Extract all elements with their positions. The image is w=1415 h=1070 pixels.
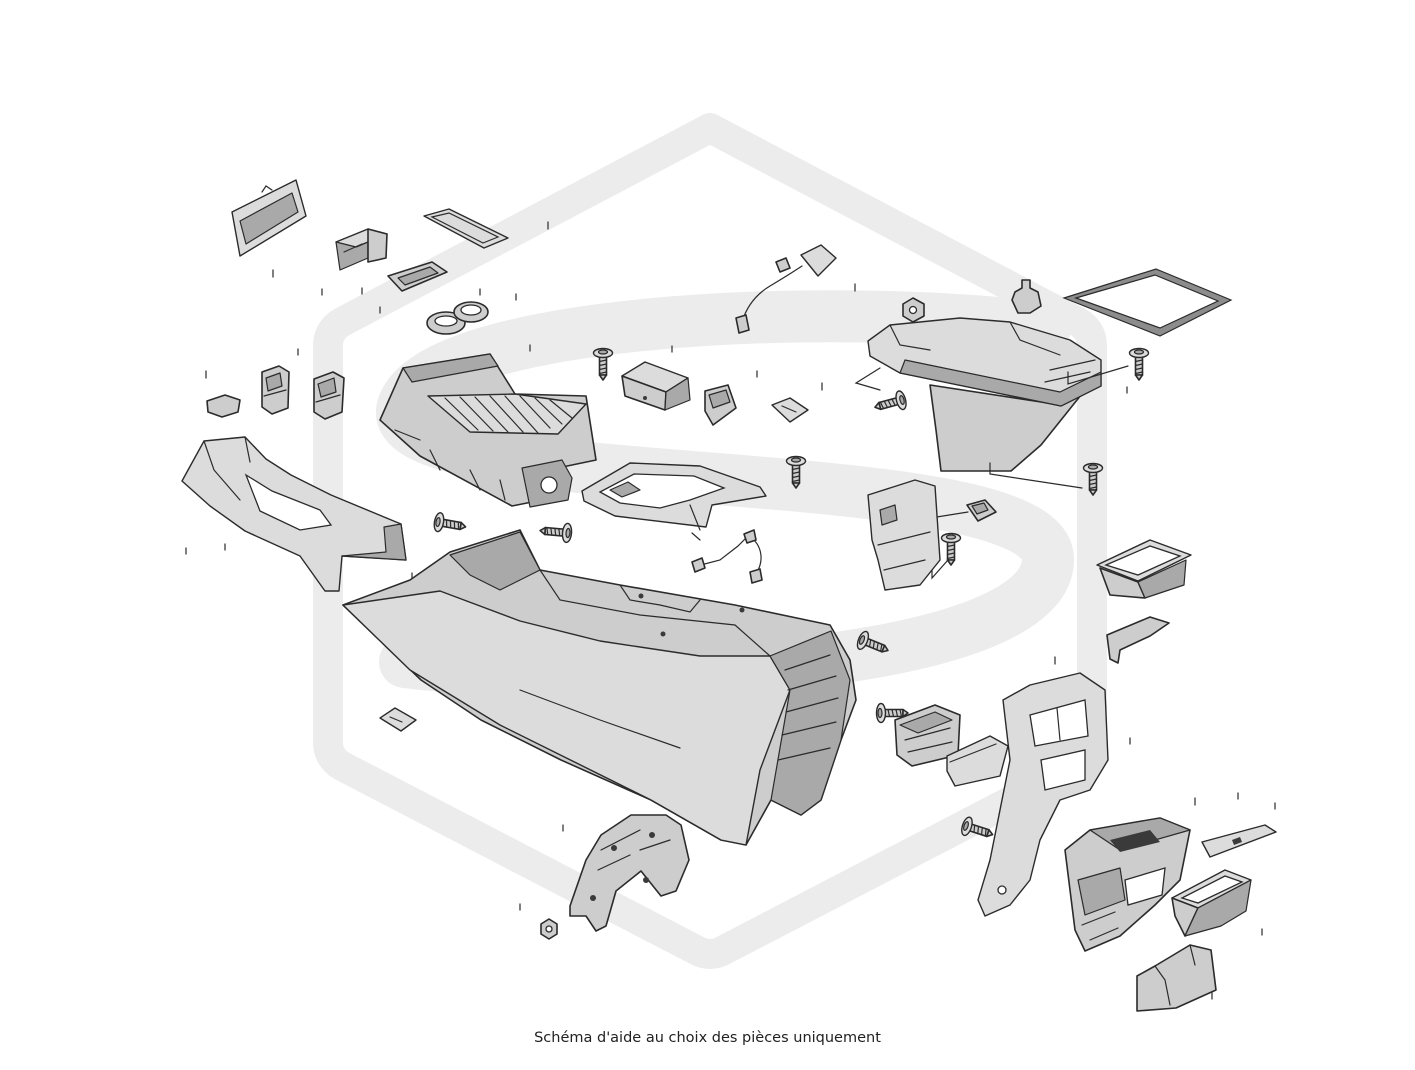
side-bracket-panel (867, 479, 941, 591)
screw (592, 347, 614, 381)
end-cover (1136, 944, 1217, 1012)
armrest-seal (1062, 268, 1233, 337)
flat-tray-mat (423, 208, 509, 249)
small-storage-bin (621, 361, 691, 411)
coin-tray (387, 261, 448, 292)
shift-surround-trim (581, 462, 767, 541)
control-switch (704, 384, 737, 426)
bump-stop (1011, 279, 1042, 314)
screw (1128, 347, 1150, 381)
small-switch (966, 499, 997, 522)
trim-strip (1106, 616, 1170, 664)
switch-unit-b (313, 371, 345, 420)
rear-console-panel (977, 672, 1109, 917)
small-tray-right (1201, 824, 1277, 858)
spring-clip (379, 707, 417, 732)
storage-bin-right (1096, 539, 1192, 599)
switch-unit-a (261, 365, 290, 415)
cup-holder-insert (426, 301, 489, 335)
armrest-assembly (867, 317, 1102, 472)
screw (871, 389, 909, 418)
hex-nut (540, 918, 558, 940)
screw (432, 511, 469, 538)
mounting-bracket (569, 814, 690, 932)
storage-compartment-unit (379, 353, 597, 508)
wiring-harness-upper (735, 244, 837, 334)
wiring-harness-lower (691, 529, 763, 584)
rear-vent-unit (1064, 817, 1191, 952)
diagram-caption: Schéma d'aide au choix des pièces unique… (534, 1030, 881, 1046)
center-console-body (342, 529, 857, 846)
ashtray-cover (946, 735, 1009, 787)
storage-bin-small (1171, 869, 1252, 937)
flange-nut (902, 297, 925, 323)
retaining-clip (771, 397, 809, 423)
reference-ticks (185, 221, 1276, 1000)
connector-plug (206, 394, 241, 418)
air-duct (181, 436, 407, 592)
storage-lid (231, 179, 307, 257)
storage-box (335, 228, 388, 271)
screw (940, 532, 962, 566)
screw (538, 520, 574, 544)
